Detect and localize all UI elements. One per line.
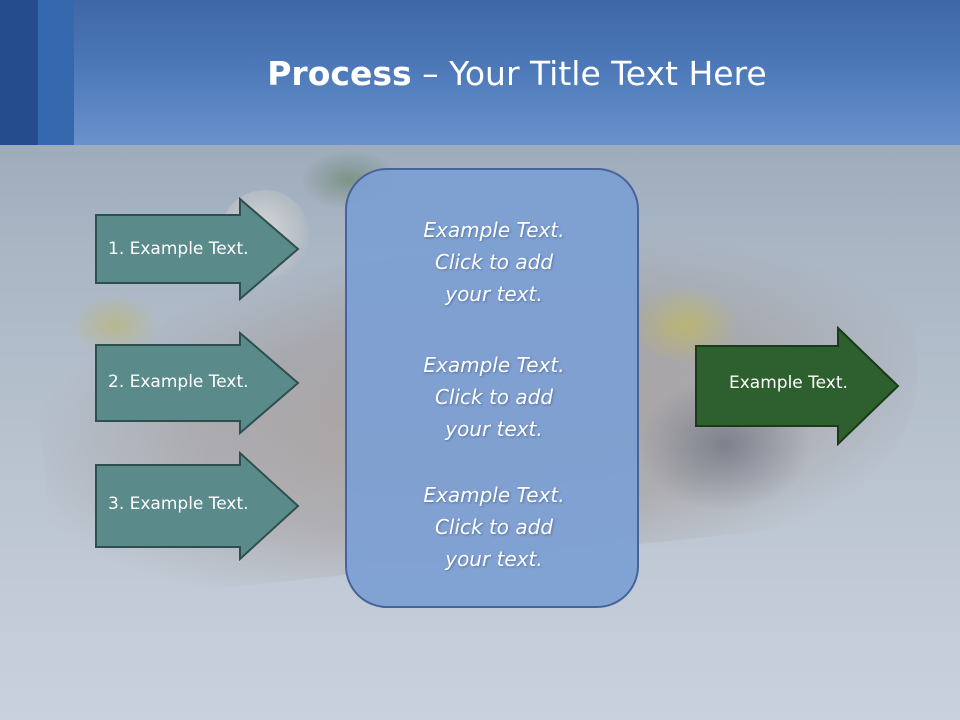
center-text-box[interactable]: Example Text. Click to add your text. Ex… — [345, 168, 639, 608]
header-band: Process – Your Title Text Here — [0, 0, 960, 145]
center-paragraph-3: Example Text. Click to add your text. — [347, 479, 641, 575]
left-arrow-1-label: 1. Example Text. — [108, 239, 249, 259]
right-arrow[interactable]: Example Text. — [694, 326, 900, 446]
header-accent-strip-dark — [0, 0, 38, 145]
center-paragraph-1: Example Text. Click to add your text. — [347, 214, 641, 310]
center-paragraph-2-line-1: Example Text. — [423, 353, 565, 377]
left-arrow-3-label: 3. Example Text. — [108, 494, 249, 514]
center-paragraph-1-line-2: Click to add — [434, 250, 554, 274]
center-paragraph-1-line-3: your text. — [445, 282, 543, 306]
slide-title[interactable]: Process – Your Title Text Here — [74, 52, 960, 96]
center-paragraph-3-line-3: your text. — [445, 547, 543, 571]
center-paragraph-2-line-2: Click to add — [434, 385, 554, 409]
center-paragraph-3-line-1: Example Text. — [423, 483, 565, 507]
left-arrow-3[interactable]: 3. Example Text. — [94, 451, 300, 561]
left-arrow-2-shape — [95, 331, 300, 435]
left-arrow-3-shape — [95, 451, 300, 561]
center-paragraph-3-line-2: Click to add — [434, 515, 554, 539]
title-rest-part: – Your Title Text Here — [411, 54, 767, 93]
left-arrow-2[interactable]: 2. Example Text. — [94, 331, 300, 435]
left-arrow-1[interactable]: 1. Example Text. — [94, 197, 300, 301]
center-paragraph-1-line-1: Example Text. — [423, 218, 565, 242]
title-bold-part: Process — [267, 54, 412, 93]
left-arrow-1-shape — [95, 197, 300, 301]
right-arrow-shape — [695, 326, 900, 446]
header-accent-strip-light — [38, 0, 74, 145]
center-paragraph-2: Example Text. Click to add your text. — [347, 349, 641, 445]
left-arrow-2-label: 2. Example Text. — [108, 372, 249, 392]
right-arrow-label: Example Text. — [729, 373, 848, 393]
center-paragraph-2-line-3: your text. — [445, 417, 543, 441]
